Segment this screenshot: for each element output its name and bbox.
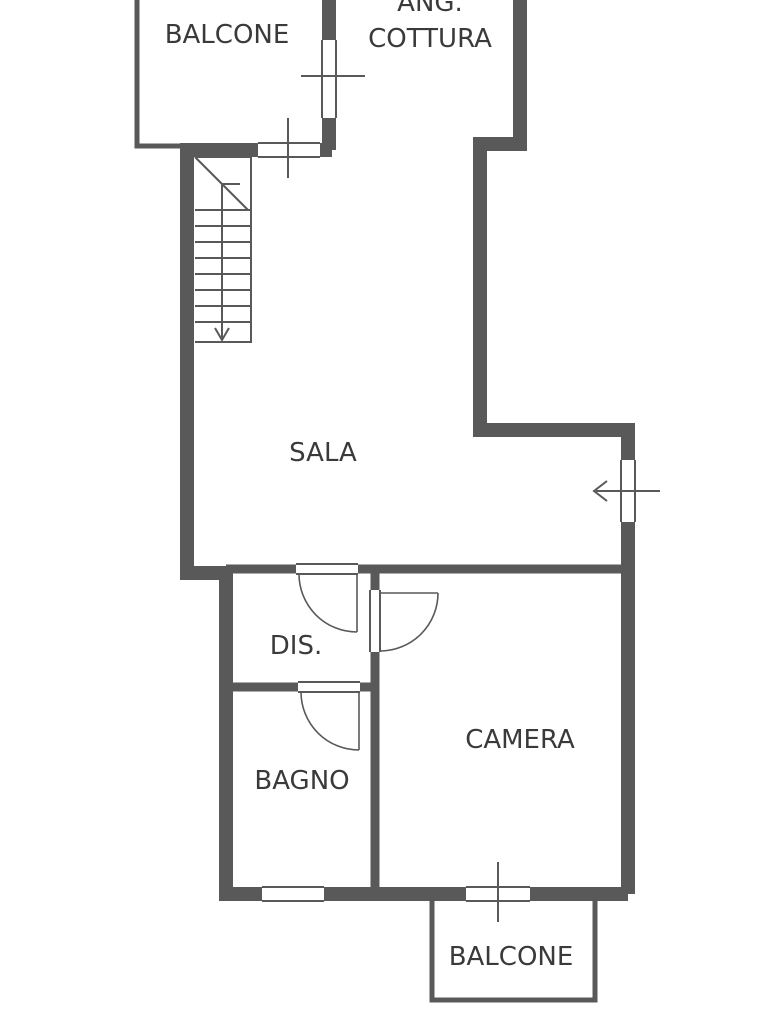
stair-direction-arrow — [214, 327, 230, 342]
label-ang: ANG. — [397, 0, 463, 18]
label-balcone-top: BALCONE — [165, 20, 290, 50]
outer-walls — [180, 0, 635, 901]
label-bagno: BAGNO — [254, 766, 349, 796]
bagno-window-gap — [262, 887, 324, 901]
stair-break-a — [194, 156, 249, 211]
wall-left-bottom — [180, 143, 628, 901]
dis-door-gap — [296, 564, 358, 575]
bagno-door-swing — [300, 691, 360, 751]
dis-door-swing — [298, 573, 358, 633]
entrance-arrow — [592, 480, 660, 502]
balcone-bottom-outline — [429, 901, 598, 1003]
inner-doors — [296, 563, 439, 751]
entrance-arrow-head — [592, 480, 608, 502]
label-dis: DIS. — [270, 631, 322, 661]
label-sala: SALA — [289, 438, 357, 468]
balcone-bottom-walls — [429, 901, 598, 1003]
label-balcone-bottom: BALCONE — [449, 942, 574, 972]
camera-door-inner-swing — [379, 592, 439, 652]
bagno-door-gap — [298, 682, 360, 693]
staircase — [194, 156, 252, 343]
stair-outline — [195, 156, 252, 343]
wall-right-upper — [473, 0, 635, 460]
label-camera: CAMERA — [465, 725, 575, 755]
kitchen-door-gap — [322, 40, 336, 118]
camera-door-inner-gap — [370, 590, 381, 652]
label-cottura: COTTURA — [368, 24, 492, 54]
